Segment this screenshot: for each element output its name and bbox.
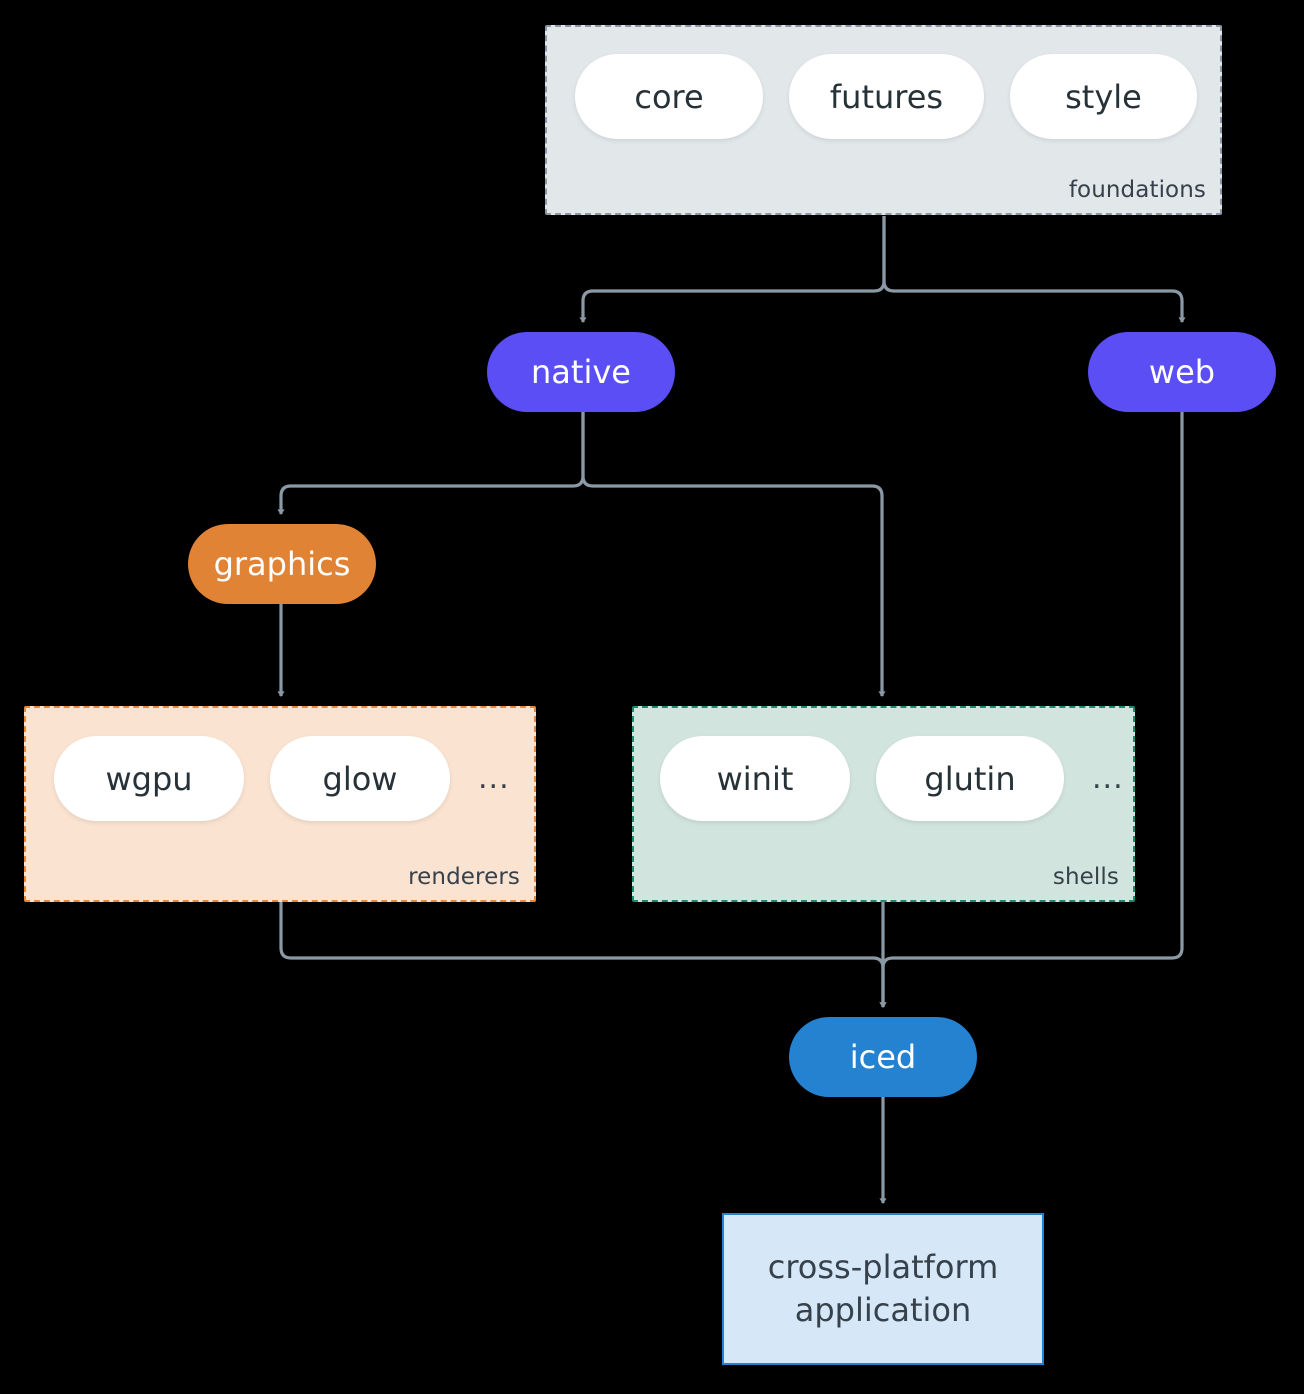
application-line-1: cross-platform <box>767 1247 999 1286</box>
group-renderers: wgpu glow ... renderers <box>24 706 536 902</box>
pill-style[interactable]: style <box>1010 54 1197 139</box>
pill-glutin[interactable]: glutin <box>876 736 1064 821</box>
node-iced-label: iced <box>849 1038 917 1076</box>
pill-wgpu[interactable]: wgpu <box>54 736 244 821</box>
pill-core[interactable]: core <box>575 54 763 139</box>
node-web[interactable]: web <box>1088 332 1276 412</box>
renderers-more-label: ... <box>478 761 510 796</box>
node-graphics[interactable]: graphics <box>188 524 376 604</box>
group-label-foundations: foundations <box>1068 177 1206 203</box>
edge-native-shells <box>581 412 886 698</box>
shells-items: winit glutin ... <box>660 736 1124 821</box>
node-native[interactable]: native <box>487 332 675 412</box>
group-label-shells: shells <box>1052 864 1119 890</box>
shells-more-label: ... <box>1092 761 1124 796</box>
pill-futures[interactable]: futures <box>789 54 984 139</box>
edge-foundations-native <box>579 216 886 324</box>
pill-core-label: core <box>634 77 704 116</box>
edge-renderers-iced <box>279 902 887 1009</box>
pill-glutin-label: glutin <box>924 759 1016 798</box>
application-line-2: application <box>794 1291 972 1329</box>
node-graphics-label: graphics <box>213 545 351 583</box>
group-foundations: core futures style foundations <box>545 25 1222 215</box>
node-iced[interactable]: iced <box>789 1017 977 1097</box>
pill-glow[interactable]: glow <box>270 736 450 821</box>
node-native-label: native <box>531 353 631 391</box>
edge-foundations-web <box>882 216 1186 324</box>
pill-style-label: style <box>1065 77 1142 116</box>
pill-wgpu-label: wgpu <box>105 759 193 798</box>
pill-winit[interactable]: winit <box>660 736 850 821</box>
renderers-items: wgpu glow ... <box>54 736 510 821</box>
node-web-label: web <box>1148 353 1216 391</box>
node-cross-platform-application[interactable]: cross-platform application <box>722 1213 1044 1365</box>
group-label-renderers: renderers <box>408 864 520 890</box>
group-shells: winit glutin ... shells <box>632 706 1135 902</box>
pill-winit-label: winit <box>716 759 794 798</box>
foundations-items: core futures style <box>575 54 1197 139</box>
pill-glow-label: glow <box>322 759 398 798</box>
edge-native-graphics <box>277 412 585 516</box>
pill-futures-label: futures <box>829 77 944 116</box>
